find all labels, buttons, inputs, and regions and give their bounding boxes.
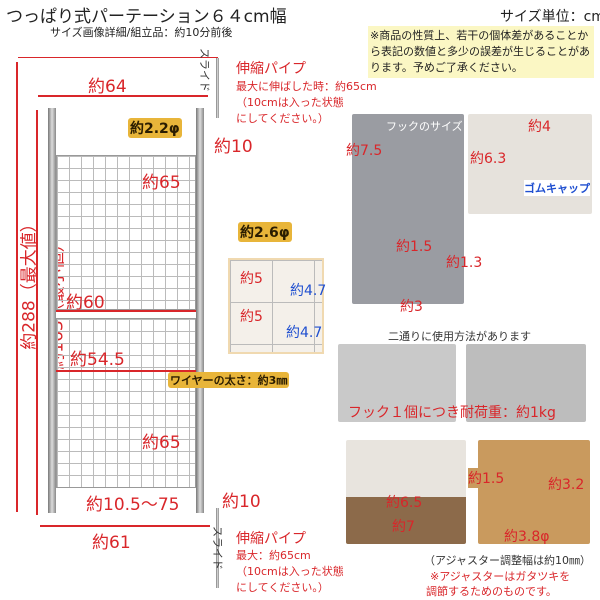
mesh-v1-label: 約5 <box>240 271 263 287</box>
page-title: つっぱり式パーテーション６４cm幅 <box>6 7 287 27</box>
top-guide-line <box>18 57 218 58</box>
adjuster-b-label: 約3.2 <box>548 474 585 494</box>
width-bottom-arrow <box>40 525 210 527</box>
width-top-arrow <box>38 95 208 97</box>
adjuster-note-2: 調節するためのものです。 <box>426 585 557 598</box>
panel-height-bottom-label: 約65 <box>142 433 181 453</box>
max-height-label: 約288（最大値） <box>19 215 40 350</box>
panel-width-arrow <box>56 310 196 312</box>
hook-b-label: 約1.3 <box>446 255 483 271</box>
mesh-h2-label: 約4.7 <box>286 325 323 341</box>
cap-height-label: 約6.3 <box>470 151 507 167</box>
pipe-top-title: 伸縮パイプ <box>236 61 306 77</box>
pipe-top-line1: 最大に伸ばした時：約65cm <box>236 80 377 93</box>
adjuster-note-1: ※アジャスターはガタツキを <box>430 570 571 583</box>
cap-width-label: 約4 <box>528 119 551 135</box>
hook-photo <box>352 114 464 304</box>
width-top-label: 約64 <box>88 77 127 97</box>
hook-height-label: 約7.5 <box>346 143 383 159</box>
adjuster-d-label: 約3.8φ <box>504 529 550 545</box>
mesh-v2-label: 約5 <box>240 309 263 325</box>
width-bottom-label: 約61 <box>92 533 131 553</box>
adjuster-a-label: 約1.5 <box>468 468 505 488</box>
pipe-top-line2: （10cmは入った状態 <box>236 96 344 109</box>
rubber-cap-label: ゴムキャップ <box>524 180 590 196</box>
bottom-extension-pipe <box>216 508 219 588</box>
top-extension-pipe <box>216 58 219 118</box>
hook-usage-label: 二通りに使用方法があります <box>388 330 531 343</box>
inner-width-arrow <box>56 370 196 372</box>
pipe-bottom-line3: にしてください。） <box>236 581 329 594</box>
wire-thickness-label: ワイヤーの太さ：約3㎜ <box>168 372 290 388</box>
hook-usage-photo-2 <box>466 344 586 422</box>
pole-diameter-label: 約2.2φ <box>128 118 182 138</box>
foot-b-label: 約7 <box>392 519 415 535</box>
panel-height-top-label: 約65 <box>142 173 181 193</box>
subtitle: サイズ画像詳細/組立品：約10分前後 <box>50 26 233 39</box>
pipe-top-line3: にしてください。） <box>236 112 329 125</box>
panel-width-label: 約60 <box>66 293 105 313</box>
frame-diameter-label: 約2.6φ <box>238 222 292 242</box>
upper-mesh-panel <box>56 155 196 310</box>
foot-photo <box>346 440 466 544</box>
max-height-arrow <box>16 62 18 512</box>
slide-bottom-label: スライド <box>211 526 224 570</box>
cap-photo <box>468 114 592 214</box>
pipe-bottom-line2: （10cmは入った状態 <box>236 565 344 578</box>
pipe-bottom-line1: 最大：約65cm <box>236 549 311 562</box>
mesh-h1-label: 約4.7 <box>290 283 327 299</box>
disclaimer-note: ※商品の性質上、若干の個体差があることから表記の数値と多少の誤差が生じることがあ… <box>368 26 594 78</box>
mesh-detail <box>228 258 324 354</box>
foot-a-label: 約6.5 <box>386 495 423 511</box>
hook-usage-photo-1 <box>338 344 456 422</box>
pipe-bottom-title: 伸縮パイプ <box>236 531 306 547</box>
left-pole <box>48 108 56 513</box>
gap-label: 約10.5～75 <box>86 495 180 515</box>
inner-width-label: 約54.5 <box>70 350 125 370</box>
unit-label: サイズ単位：cm <box>500 9 600 25</box>
bottom-10-label: 約10 <box>222 492 261 512</box>
adjuster-range-label: （アジャスター調整幅は約10㎜） <box>424 554 592 567</box>
hook-a-label: 約1.5 <box>396 239 433 255</box>
hook-width-label: 約3 <box>400 299 423 315</box>
lower-mesh-panel <box>56 318 196 488</box>
hook-size-title: フックのサイズ <box>386 120 463 133</box>
min-height-arrow <box>36 110 38 515</box>
right-pole <box>196 108 204 513</box>
slide-top-label: スライド <box>198 48 211 92</box>
top-10-label: 約10 <box>214 137 253 157</box>
hook-load-label: フック１個につき耐荷重：約1kg <box>348 405 556 421</box>
